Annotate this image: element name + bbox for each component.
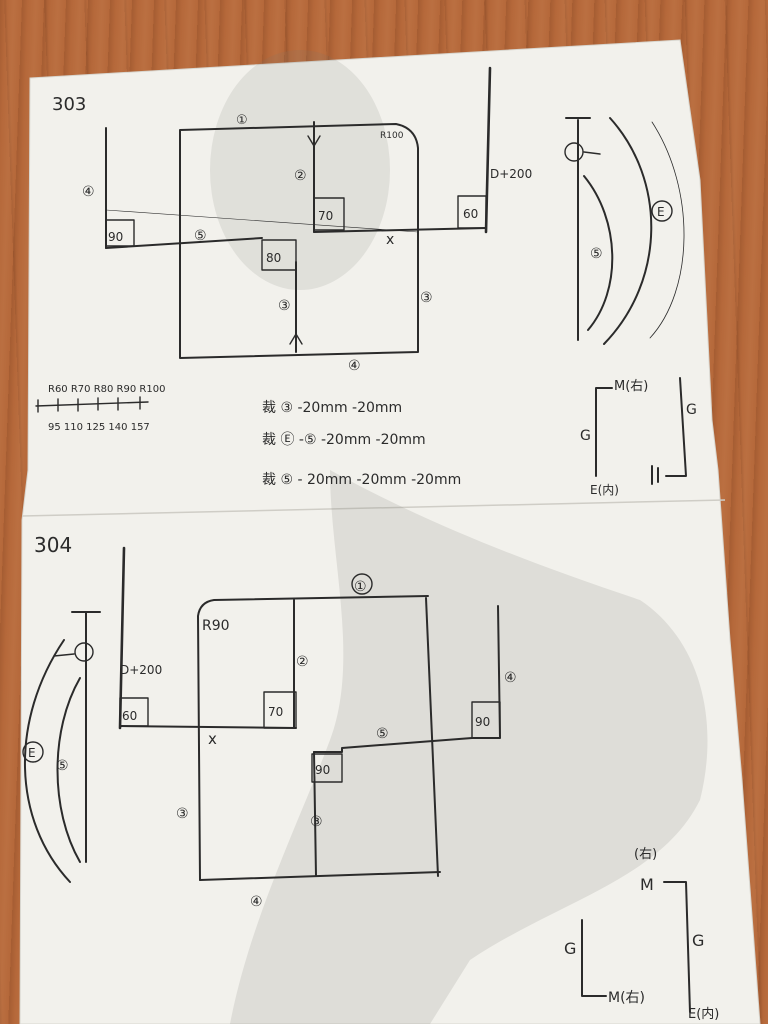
- top-wall-label-4: ④: [348, 358, 361, 374]
- bottom-circuit-m-top: M: [640, 875, 654, 894]
- top-box-70: 70: [318, 209, 333, 223]
- paper-fold: [21, 499, 726, 517]
- top-elev-5: ⑤: [590, 246, 603, 262]
- bottom-box-70: 70: [268, 705, 283, 719]
- scale-bottom-values: 95 110 125 140 157: [48, 422, 150, 433]
- top-wall-label-2: ②: [294, 168, 307, 184]
- bottom-dimension-d: D+200: [120, 663, 162, 677]
- bottom-circuit-g-left: G: [564, 939, 576, 958]
- top-box-60: 60: [463, 207, 478, 221]
- bottom-circuit-g-right: G: [692, 931, 704, 950]
- bottom-elev-e-circle: [22, 741, 44, 763]
- top-wall-label-1: ①: [236, 113, 248, 128]
- page-label-303: 303: [52, 94, 86, 115]
- top-box-80: 80: [266, 251, 281, 265]
- paper-sheet: [19, 39, 761, 1024]
- bottom-wall-label-3a: ③: [176, 806, 189, 822]
- bottom-wall-label-3b: ③: [310, 814, 323, 830]
- scale-top-values: R60 R70 R80 R90 R100: [48, 384, 165, 395]
- top-elev-e-circle: [651, 200, 673, 222]
- top-radius: R100: [380, 131, 404, 141]
- top-floor-plan: [105, 66, 492, 359]
- note-3: 裁 ⑤ - 20mm -20mm -20mm: [262, 472, 461, 488]
- bottom-wall-label-4-right: ④: [504, 670, 517, 686]
- bottom-box-60: 60: [122, 709, 137, 723]
- bottom-elevation-drawing: [23, 611, 101, 883]
- top-circuit-g-left: G: [580, 428, 591, 444]
- bottom-box-90a: 90: [315, 763, 330, 777]
- bottom-floor-plan: [118, 546, 501, 881]
- bottom-elev-e: E: [28, 746, 36, 760]
- bottom-wall-label-4: ④: [250, 894, 263, 910]
- note-2: 裁 Ⓔ -⑤ -20mm -20mm: [262, 432, 426, 448]
- note-1: 裁 ③ -20mm -20mm: [262, 400, 402, 416]
- top-circuit-m: M(右): [614, 379, 648, 394]
- top-box-90: 90: [108, 230, 123, 244]
- top-elevation-drawing: [564, 117, 685, 345]
- bottom-wall-1-circle: [351, 573, 373, 595]
- bottom-wall-label-2: ②: [296, 654, 309, 670]
- top-x-mark: x: [386, 232, 394, 248]
- top-circuit-e: E(内): [590, 483, 619, 497]
- bottom-circuit-m-bottom: M(右): [608, 990, 645, 1006]
- bottom-radius: R90: [202, 618, 230, 634]
- top-elev-e: E: [657, 205, 665, 219]
- top-dimension-d: D+200: [490, 167, 532, 181]
- top-wall-label-4-left: ④: [82, 184, 95, 200]
- bottom-circuit-note: (右): [634, 847, 657, 862]
- bottom-wall-label-1: ①: [354, 579, 367, 595]
- bottom-circuit-e: E(内): [688, 1006, 719, 1022]
- top-circuit: [595, 377, 687, 485]
- bottom-circuit: [581, 881, 691, 1013]
- bottom-wall-label-5: ⑤: [376, 726, 389, 742]
- bottom-box-90b: 90: [475, 715, 490, 729]
- top-wall-label-5: ⑤: [194, 228, 207, 244]
- hand-shadow-top: [210, 50, 390, 290]
- top-circuit-g-right: G: [686, 402, 697, 418]
- bottom-elev-5: ⑤: [56, 758, 69, 774]
- top-wall-label-3b: ③: [420, 290, 433, 306]
- hand-shadow-bottom: [230, 470, 708, 1024]
- bottom-x-mark: x: [208, 730, 217, 748]
- page-label-304: 304: [34, 533, 72, 557]
- top-wall-label-3a: ③: [278, 298, 291, 314]
- scale-bar: [35, 396, 149, 413]
